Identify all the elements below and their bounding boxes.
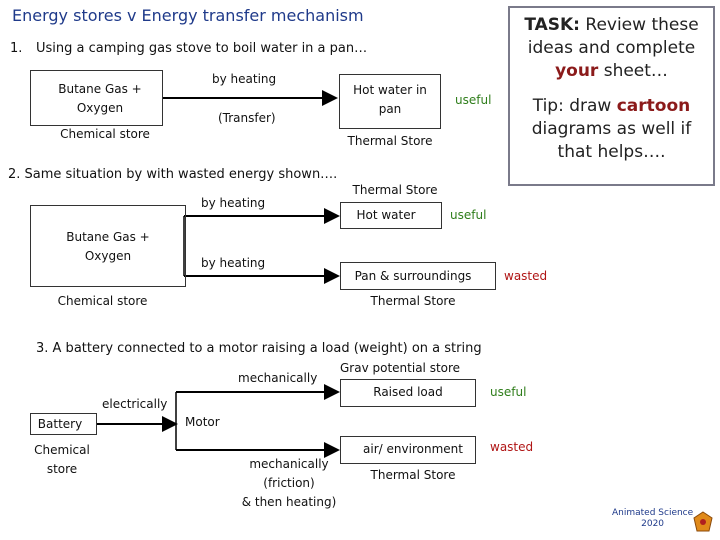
s3-source-store-1: Chemical (34, 443, 90, 457)
s2-dest1: Hot water (356, 208, 416, 222)
task-text-3: sheet… (603, 61, 668, 81)
task-label: TASK: (524, 15, 580, 35)
s1-source-box (30, 70, 163, 126)
s2-dest2-store: Thermal Store (370, 294, 456, 308)
s1-dest-line2: pan (378, 102, 402, 116)
page-title: Energy stores v Energy transfer mechanis… (12, 6, 364, 25)
s1-source-line1: Butane Gas + (58, 82, 142, 96)
s1-dest-line1: Hot water in (353, 83, 427, 97)
logo-line2: 2020 (641, 519, 665, 529)
s3-mech-bottom-1: mechanically (249, 457, 329, 471)
s3-dest2-box (340, 436, 476, 464)
s2-dest1-store: Thermal Store (352, 183, 438, 197)
task-text-1: Review these (585, 15, 699, 35)
s3-mech-bottom-3: & then heating) (241, 495, 337, 509)
s2-source-box (30, 205, 186, 287)
s2-dest2: Pan & surroundings (354, 269, 472, 283)
s1-dest-store: Thermal Store (347, 134, 433, 148)
s3-mech-bottom-2: (friction) (263, 476, 315, 490)
s1-dest-box (339, 74, 441, 129)
s3-motor: Motor (185, 415, 220, 429)
task-box: TASK: Review these ideas and complete yo… (508, 6, 715, 186)
s2-source-line1: Butane Gas + (66, 230, 150, 244)
s2-wasted: wasted (504, 269, 548, 283)
task-text-2: ideas and complete (527, 38, 696, 58)
s1-heading: Using a camping gas stove to boil water … (36, 41, 368, 56)
logo: Animated Science 2020 (612, 508, 693, 530)
s2-dest1-box (340, 202, 442, 229)
s3-dest2: air/ environment (363, 442, 463, 456)
s2-source-store: Chemical store (57, 294, 148, 308)
s2-source-line2: Oxygen (84, 249, 132, 263)
s3-source-store-2: store (46, 462, 78, 476)
s3-dest1-box (340, 379, 476, 407)
s3-useful: useful (490, 385, 527, 399)
s1-source-line2: Oxygen (76, 101, 124, 115)
tip-2: diagrams as well if (531, 119, 692, 139)
s3-source: Battery (37, 417, 83, 431)
s2-mechanism-top: by heating (201, 196, 266, 210)
s2-mechanism-bottom: by heating (201, 256, 266, 270)
s3-dest1-store: Grav potential store (340, 361, 461, 375)
logo-icon (693, 511, 713, 532)
s3-dest2-store: Thermal Store (370, 468, 456, 482)
s2-useful: useful (450, 208, 487, 222)
s3-wasted: wasted (490, 440, 534, 454)
s1-source-store: Chemical store (60, 127, 150, 141)
s2-dest2-box (340, 262, 496, 290)
s3-electrically: electrically (102, 397, 168, 411)
s2-heading: 2. Same situation by with wasted energy … (8, 167, 338, 182)
s3-dest1: Raised load (373, 385, 443, 399)
s1-heading-num: 1. (10, 41, 23, 56)
s1-transfer: (Transfer) (218, 111, 276, 125)
s3-heading: 3. A battery connected to a motor raisin… (36, 341, 482, 356)
tip-3: that helps…. (557, 142, 666, 162)
task-your: your (555, 61, 599, 81)
s3-source-box (30, 413, 97, 435)
tip-1: Tip: draw (532, 96, 612, 116)
logo-line1: Animated Science (612, 508, 694, 518)
tip-cartoon: cartoon (616, 96, 691, 116)
s1-mechanism: by heating (212, 72, 277, 86)
s3-mech-top: mechanically (238, 371, 318, 385)
s1-useful: useful (455, 93, 492, 107)
